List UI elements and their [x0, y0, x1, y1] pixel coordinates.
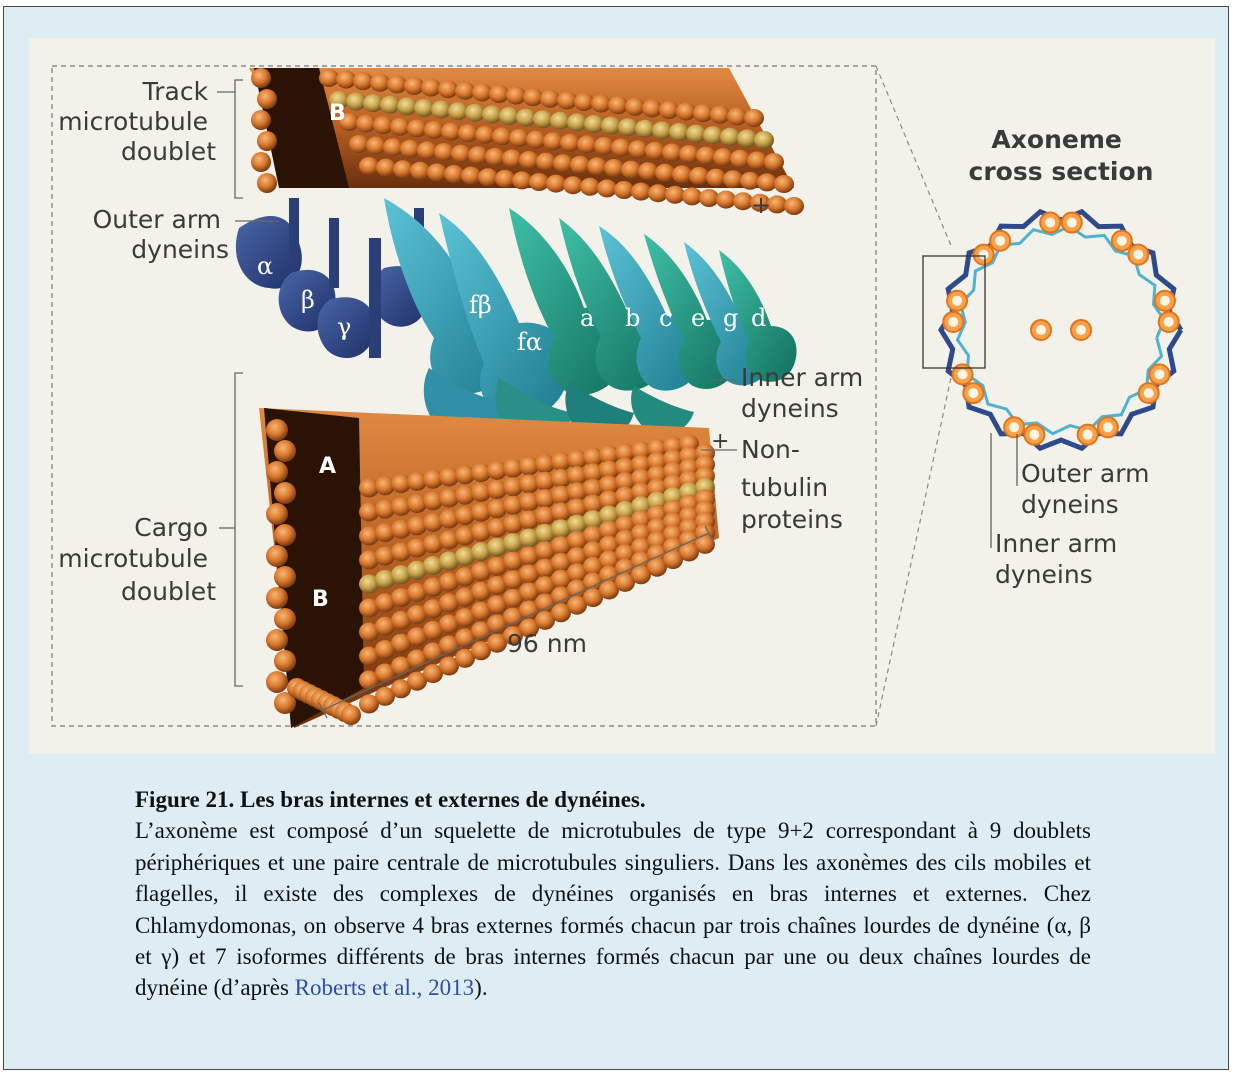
outer-arm-label: Outer arm dyneins [93, 205, 229, 264]
cargo-doublet-b: B [312, 587, 329, 612]
axoneme-illustration: Track microtubule doublet Outer arm dyne… [51, 65, 1184, 728]
inner-a: a [580, 304, 594, 332]
cross-inner-label: Inner arm dyneins [995, 529, 1125, 589]
inner-f-alpha: fα [517, 328, 542, 356]
inner-c: c [659, 304, 672, 332]
caption-title: Figure 21. Les bras internes et externes… [135, 787, 646, 812]
figure-image: Track microtubule doublet Outer arm dyne… [29, 38, 1215, 754]
caption-end: ). [474, 975, 488, 1001]
inner-f-beta: fβ [469, 291, 492, 319]
non-tubulin-label: Non- tubulin proteins [741, 435, 843, 534]
cargo-label: Cargo microtubule doublet [58, 513, 216, 606]
caption-body: L’axonème est composé d’un squelette de … [135, 815, 1091, 1003]
track-doublet-b: B [329, 101, 346, 126]
inner-g: g [723, 304, 738, 332]
zoom-line-top [875, 65, 953, 249]
caption-reference-link[interactable]: Roberts et al., 2013 [294, 975, 475, 1001]
cross-outer-label: Outer arm dyneins [1021, 459, 1157, 519]
inner-b: b [625, 304, 640, 332]
cargo-microtubule-doublet [259, 408, 719, 728]
track-plus-sign: + [751, 191, 771, 219]
outer-beta: β [301, 286, 315, 314]
outer-alpha: α [257, 252, 273, 280]
cargo-doublet-a: A [319, 454, 336, 479]
cross-leader-lines [990, 433, 1018, 548]
scale-label: 96 nm [507, 629, 587, 658]
cargo-plus-sign: + [711, 429, 729, 454]
inner-d: d [751, 304, 766, 332]
zoom-line-bottom [875, 372, 953, 727]
cross-selection-box [922, 255, 986, 369]
inner-e: e [691, 304, 705, 332]
caption-text: L’axonème est composé d’un squelette de … [135, 818, 1091, 1001]
outer-gamma: γ [337, 313, 351, 341]
figure-caption: Figure 21. Les bras internes et externes… [135, 784, 1091, 1004]
axoneme-cross-section [938, 208, 1184, 452]
inner-arm-label: Inner arm dyneins [741, 363, 871, 423]
track-microtubule-doublet [249, 68, 804, 215]
dashed-selection-box [51, 65, 877, 727]
cross-section-title: Axoneme cross section [969, 125, 1154, 186]
track-label: Track microtubule doublet [58, 77, 216, 166]
label-brackets [217, 79, 737, 719]
